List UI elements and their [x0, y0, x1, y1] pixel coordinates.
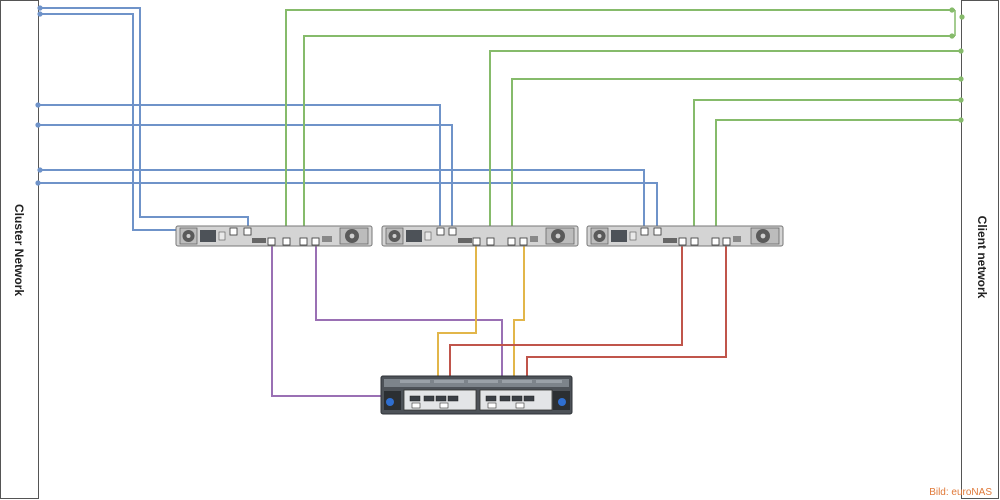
fan-icon — [545, 227, 575, 245]
fan-icon — [179, 227, 198, 245]
fan-icon — [385, 227, 404, 245]
fan-icon — [339, 227, 369, 245]
client-link — [715, 119, 961, 236]
network-port — [690, 237, 699, 246]
cluster-links — [38, 7, 658, 236]
fan-icon — [750, 227, 780, 245]
sas-port — [485, 395, 497, 402]
storage-link — [271, 246, 400, 397]
network-port — [243, 227, 252, 236]
client-network-label: Client network — [975, 215, 989, 299]
network-port — [472, 237, 481, 246]
network-port — [267, 237, 276, 246]
client-link — [285, 9, 955, 236]
sas-port — [435, 395, 447, 402]
client-link — [511, 78, 961, 236]
cluster-link — [38, 7, 249, 232]
sas-port — [523, 395, 535, 402]
sas-port — [409, 395, 421, 402]
cluster-link — [38, 182, 658, 232]
storage-link — [513, 246, 525, 398]
cluster-link — [38, 169, 645, 232]
sas-port — [499, 395, 511, 402]
sas-port — [511, 395, 523, 402]
cluster-link-endpoints — [35, 5, 43, 186]
server3-storage-links — [449, 246, 727, 398]
network-port — [299, 237, 308, 246]
network-port — [507, 237, 516, 246]
network-port — [229, 227, 238, 236]
network-port — [678, 237, 687, 246]
server-1 — [175, 225, 373, 247]
network-port — [722, 237, 731, 246]
power-supply-icon — [384, 391, 401, 410]
network-port — [711, 237, 720, 246]
client-link — [693, 99, 961, 236]
network-port — [436, 227, 445, 236]
sas-port — [423, 395, 435, 402]
client-link — [489, 50, 961, 236]
storage-link — [449, 246, 683, 398]
sas-port — [447, 395, 459, 402]
cluster-network-label: Cluster Network — [12, 204, 26, 297]
network-port — [653, 227, 662, 236]
cluster-link — [38, 104, 441, 232]
server-2 — [381, 225, 579, 247]
network-port — [519, 237, 528, 246]
network-port — [640, 227, 649, 236]
storage-link — [526, 246, 727, 398]
server2-storage-links — [437, 246, 525, 398]
network-port — [282, 237, 291, 246]
server1-storage-links — [271, 246, 503, 398]
client-link — [303, 35, 955, 236]
power-supply-icon — [553, 391, 570, 410]
client-links — [285, 9, 961, 236]
client-link-endpoints — [949, 7, 965, 123]
storage-enclosure — [380, 375, 573, 415]
network-port — [448, 227, 457, 236]
server-3 — [586, 225, 784, 247]
storage-link — [437, 246, 477, 398]
network-port — [486, 237, 495, 246]
cluster-network-box — [0, 0, 39, 499]
fan-icon — [590, 227, 609, 245]
cluster-link — [38, 124, 453, 232]
client-network-box — [961, 0, 999, 499]
network-port — [311, 237, 320, 246]
storage-link — [315, 246, 503, 398]
image-credit: Bild: euroNAS — [929, 487, 992, 498]
